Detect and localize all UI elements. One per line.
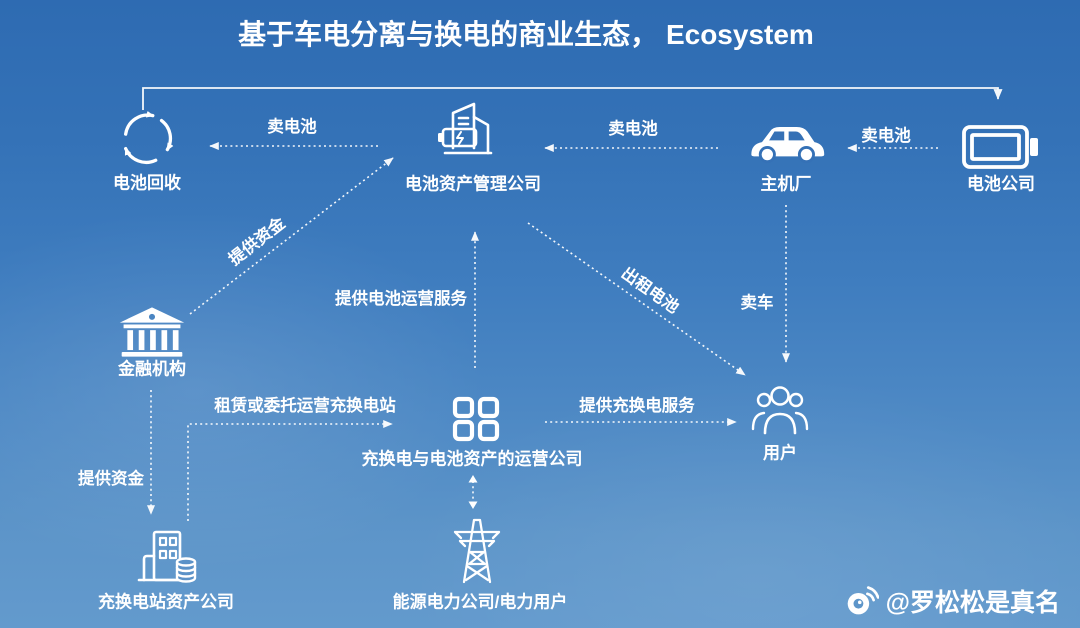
building-coins-icon [137,530,197,583]
edge-recycle-to-battery-company [142,87,1003,110]
grid-icon [452,396,500,442]
node-label-users: 用户 [763,443,797,463]
node-label-financial-institution: 金融机构 [118,359,186,379]
building-battery-icon [438,102,493,155]
edge-label-lease-stations: 租赁或委托运营充换电站 [214,397,396,415]
node-label-battery-asset-mgmt: 电池资产管理公司 [405,174,541,194]
edge-operator-energy-two-way [468,475,478,509]
weibo-icon [847,586,879,615]
edge-label-provide-battery-ops: 提供电池运营服务 [335,290,467,308]
edge-label-provide-swap-service: 提供充换电服务 [579,397,695,415]
edge-label-sell-battery-1: 卖电池 [267,118,317,136]
car-icon [751,127,825,164]
edge-rent-battery [527,222,746,376]
node-label-station-asset-company: 充换电站资产公司 [98,592,234,612]
bank-icon [119,307,185,357]
node-label-battery-recycling: 电池回收 [113,173,181,193]
node-label-energy-power: 能源电力公司/电力用户 [392,592,568,612]
users-icon [751,386,809,435]
edge-label-provide-funds-to-station: 提供资金 [78,470,144,488]
watermark-handle: @罗松松是真名 [885,589,1060,617]
edge-label-sell-car: 卖车 [740,294,774,312]
node-label-battery-company: 电池公司 [967,174,1035,194]
watermark: @罗松松是真名 [845,583,1060,619]
edge-provide-funds-to-bamc [189,157,394,315]
power-tower-icon [453,518,501,584]
edge-label-sell-battery-3: 卖电池 [861,127,911,145]
edge-lease-stations [187,420,393,521]
recycle-icon [124,110,174,165]
battery-icon [962,125,1038,169]
node-label-oem: 主机厂 [760,174,812,194]
page-title: 基于车电分离与换电的商业生态， Ecosystem [238,19,814,50]
node-label-swap-operator: 充换电与电池资产的运营公司 [361,449,583,469]
edge-label-sell-battery-2: 卖电池 [608,120,658,138]
